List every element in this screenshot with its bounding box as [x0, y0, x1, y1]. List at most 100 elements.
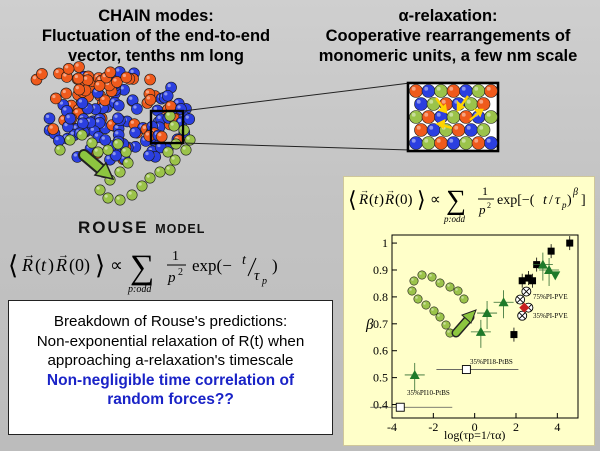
- svg-text:→: →: [24, 249, 35, 261]
- svg-text:⟨: ⟨: [8, 251, 18, 280]
- chain-bead-shine: [55, 69, 59, 74]
- svg-text:p:odd: p:odd: [127, 284, 152, 295]
- label-75pi-pve: 75%PI-PVE: [533, 293, 568, 301]
- chain-bead-shine: [52, 94, 56, 99]
- zoom-bead-shine: [411, 86, 416, 91]
- chain-bead: [53, 134, 65, 147]
- inset-bead: [413, 294, 423, 304]
- alpha-title-line2: Cooperative rearrangements of: [325, 27, 571, 45]
- chain-bead-shine: [63, 73, 67, 77]
- inset-bead-shine: [423, 302, 426, 305]
- point-cross: [516, 296, 524, 303]
- chain-bead-shine: [115, 102, 119, 106]
- svg-text:p:odd: p:odd: [443, 214, 465, 224]
- inset-bead: [445, 282, 455, 292]
- green-chain-bead: [122, 157, 134, 169]
- box-line2: Non-exponential relaxation of R(t) when: [36, 332, 305, 350]
- point-cross: [523, 288, 530, 295]
- svg-text:R: R: [21, 255, 33, 275]
- svg-text:): ): [272, 256, 278, 275]
- zoom-bead-shine: [429, 125, 434, 130]
- chain-bead-shine: [94, 133, 99, 137]
- green-chain-bead-shine: [116, 168, 120, 172]
- chain-bead: [77, 117, 89, 130]
- svg-text:t: t: [374, 192, 379, 208]
- green-chain-bead: [136, 180, 148, 192]
- chain-bead: [120, 71, 133, 84]
- green-chain-bead: [102, 192, 114, 204]
- chain-bead-shine: [106, 156, 110, 160]
- point-open-square: [395, 402, 405, 412]
- point-filled-square: [566, 239, 574, 247]
- green-chain-bead-shine: [166, 166, 170, 170]
- svg-text:R: R: [55, 255, 67, 275]
- x-tick-label: 0: [472, 420, 478, 434]
- zoom-bead: [476, 97, 491, 111]
- chain-title-line3: vector, tenths nm long: [67, 47, 245, 65]
- zoom-bead-shine: [436, 138, 441, 143]
- green-chain-bead: [112, 138, 124, 150]
- inset-bead: [441, 320, 451, 330]
- breakdown-box: Breakdown of Rouse's predictions: Non-ex…: [8, 300, 333, 435]
- chain-bead-shine: [101, 136, 105, 140]
- svg-text:⟩: ⟩: [95, 251, 105, 280]
- green-chain-bead-shine: [96, 186, 100, 190]
- chain-title-line1: CHAIN modes:: [98, 7, 214, 25]
- chain-bead-shine: [177, 118, 182, 123]
- chain-bead-shine: [101, 96, 105, 101]
- green-chain-bead-shine: [104, 146, 108, 150]
- svg-text:(0): (0): [69, 255, 90, 276]
- green-chain-bead-shine: [164, 148, 168, 152]
- chain-bead-shine: [115, 125, 119, 129]
- chain-bead-shine: [129, 96, 133, 100]
- x-tick-label: -4: [387, 420, 397, 434]
- chain-bead-shine: [74, 74, 79, 79]
- green-chain-bead: [102, 144, 114, 156]
- green-chain-bead: [120, 146, 132, 158]
- green-chain-bead: [164, 164, 176, 176]
- green-chain-bead: [184, 134, 196, 146]
- green-chain-bead: [114, 166, 126, 178]
- inset-bead: [459, 294, 469, 304]
- chain-bead-shine: [167, 102, 171, 107]
- y-tick-label: 0.4: [373, 398, 388, 412]
- chain-bead: [73, 83, 85, 96]
- green-chain-bead: [144, 172, 156, 184]
- zoom-bead-shine: [429, 99, 434, 104]
- zoom-bead-shine: [466, 99, 471, 104]
- zoom-bead: [421, 110, 436, 124]
- point-red-diamond: [519, 302, 530, 313]
- svg-text:τ: τ: [555, 193, 561, 208]
- green-chain-bead: [126, 189, 138, 201]
- chain-bead-shine: [164, 92, 168, 96]
- polymer-beads: [30, 61, 196, 206]
- chain-bead-shine: [55, 137, 59, 141]
- y-axis-label: β: [365, 317, 374, 333]
- svg-text:/: /: [549, 193, 553, 208]
- inset-arrow: [451, 309, 477, 338]
- chain-bead: [60, 87, 72, 100]
- zoom-bead: [484, 84, 498, 98]
- zoom-bead: [476, 123, 491, 137]
- point-cross: [518, 312, 526, 320]
- chain-bead: [183, 113, 195, 125]
- chain-bead-shine: [145, 151, 149, 156]
- svg-text:p: p: [261, 276, 267, 287]
- green-chain-bead-shine: [122, 148, 126, 152]
- chain-bead-shine: [131, 128, 135, 133]
- chain-bead-shine: [145, 90, 150, 94]
- zoom-bead: [421, 136, 436, 150]
- green-chain-bead: [162, 146, 174, 158]
- point-green-triangle: [482, 308, 493, 318]
- point-green-triangle: [498, 297, 509, 307]
- zoom-bead: [409, 84, 423, 98]
- svg-text:1: 1: [482, 184, 488, 198]
- zoom-bead: [484, 136, 498, 150]
- inset-bead-shine: [455, 288, 458, 291]
- svg-text:exp(−: exp(−: [192, 256, 232, 275]
- chain-bead: [144, 73, 156, 86]
- svg-text:p: p: [561, 200, 567, 210]
- zoom-line-top: [182, 82, 411, 112]
